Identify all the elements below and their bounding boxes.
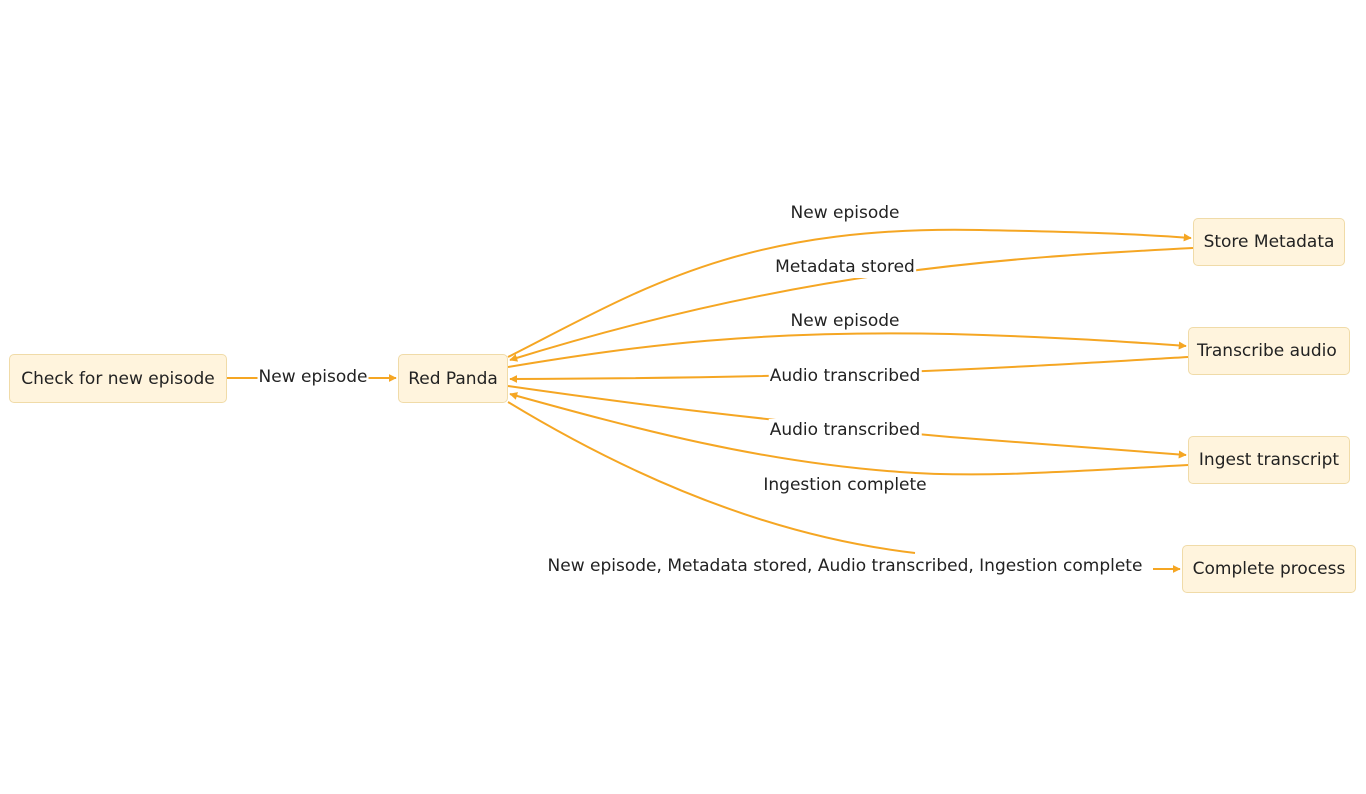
edge-label-redpanda-to-store: New episode <box>790 203 900 223</box>
edges-layer <box>227 228 1194 569</box>
node-complete-process[interactable]: Complete process <box>1182 545 1356 593</box>
edge-label-check-to-redpanda: New episode <box>257 366 369 388</box>
node-ingest-transcript[interactable]: Ingest transcript <box>1188 436 1350 484</box>
edge-label-store-to-redpanda: Metadata stored <box>774 256 916 278</box>
node-label: Ingest transcript <box>1198 450 1340 470</box>
node-transcribe-audio[interactable]: Transcribe audio <box>1188 327 1350 375</box>
node-label: Store Metadata <box>1203 232 1335 252</box>
node-label: Red Panda <box>408 368 498 389</box>
edge-label-redpanda-to-ingest: Audio transcribed <box>768 419 922 441</box>
node-label: Check for new episode <box>21 368 215 389</box>
node-check-for-new-episode[interactable]: Check for new episode <box>9 354 227 403</box>
node-label: Complete process <box>1192 559 1346 579</box>
node-label: Transcribe audio <box>1197 341 1337 361</box>
edge-redpanda-to-store <box>507 228 1192 358</box>
edge-label-ingest-to-redpanda: Ingestion complete <box>763 475 927 495</box>
edge-label-transcribe-to-redpanda: Audio transcribed <box>768 365 922 387</box>
edge-redpanda-to-transcribe <box>507 332 1187 368</box>
edge-label-redpanda-to-complete: New episode, Metadata stored, Audio tran… <box>546 555 1144 577</box>
edge-label-redpanda-to-transcribe: New episode <box>790 311 900 331</box>
edge-ingest-to-redpanda <box>509 392 1189 476</box>
node-red-panda[interactable]: Red Panda <box>398 354 508 403</box>
edge-redpanda-to-complete <box>507 401 1180 569</box>
node-store-metadata[interactable]: Store Metadata <box>1193 218 1345 266</box>
